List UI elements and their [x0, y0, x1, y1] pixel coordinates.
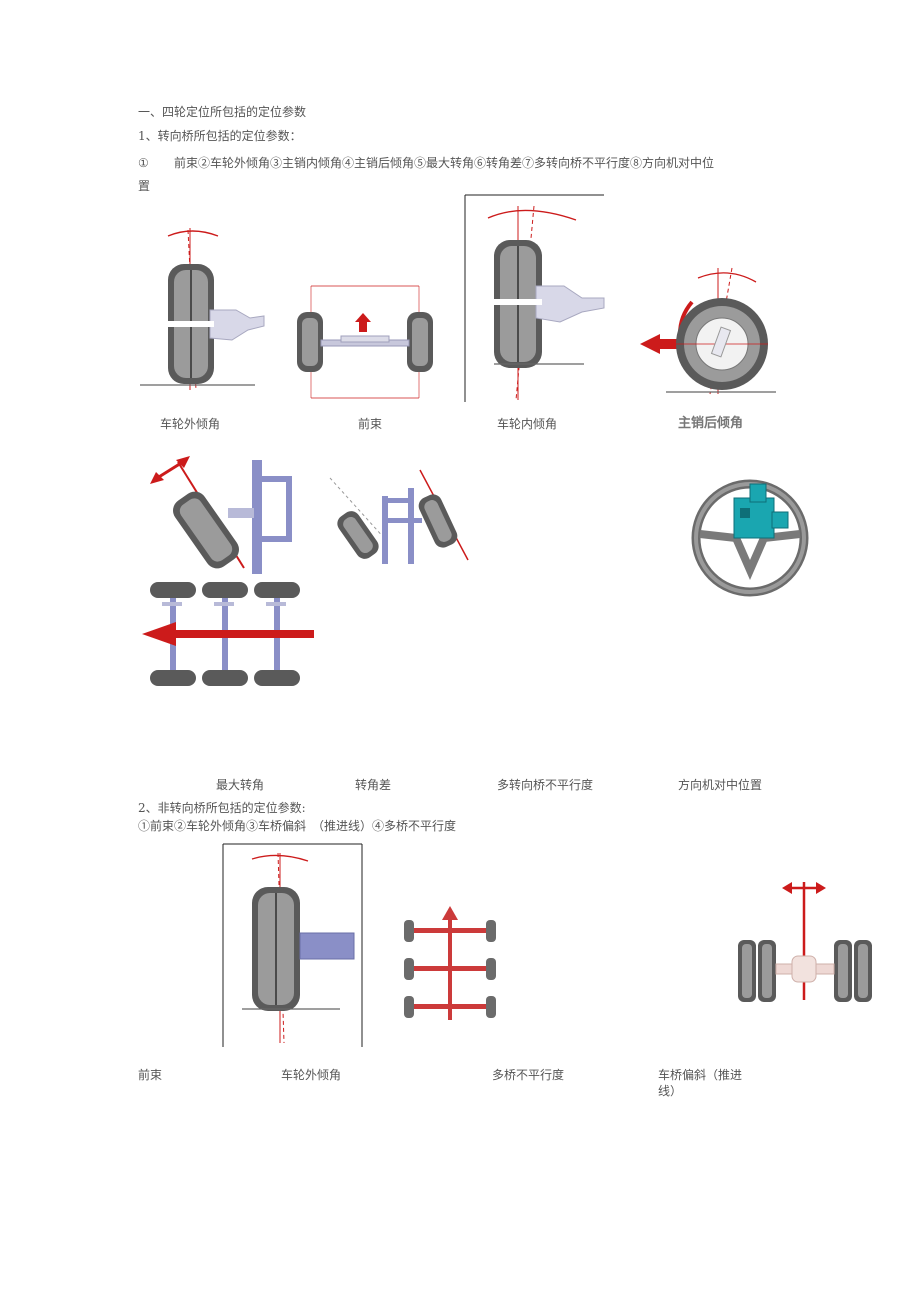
- caption-thrust-line: 车桥偏斜（推进: [658, 1068, 743, 1082]
- toe-diagram: [295, 280, 435, 404]
- section1-list-wrap: 置: [138, 179, 151, 193]
- caption-steering-centering: 方向机对中位置: [678, 778, 763, 792]
- thrust-line-diagram: [736, 878, 876, 1004]
- caption-multi-axle-nonparallel: 多桥不平行度: [492, 1068, 565, 1082]
- caption-rear-toe: 前束: [138, 1068, 163, 1082]
- max-steering-angle-diagram: [148, 454, 298, 574]
- caption-kingpin-inclination: 车轮内倾角: [497, 417, 558, 431]
- page-heading: 一、四轮定位所包括的定位参数: [138, 105, 307, 119]
- caption-toe: 前束: [358, 417, 383, 431]
- section1-title: 1、转向桥所包括的定位参数：: [138, 129, 302, 143]
- caption-caster: 主销后倾角: [678, 416, 744, 431]
- camber-diagram: [140, 222, 270, 392]
- rear-camber-diagram: [222, 843, 364, 1049]
- section1-list: 前束②车轮外倾角③主销内倾角④主销后倾角⑤最大转角⑥转角差⑦多转向桥不平行度⑧方…: [174, 156, 715, 170]
- section1-list-marker: ①: [138, 156, 149, 170]
- caption-thrust-line-wrap: 线）: [658, 1084, 683, 1098]
- caption-rear-camber: 车轮外倾角: [281, 1068, 342, 1082]
- caption-camber: 车轮外倾角: [160, 417, 221, 431]
- multi-axle-parallelism-diagram: [142, 580, 318, 690]
- caption-max-steering-angle: 最大转角: [216, 778, 265, 792]
- steering-angle-difference-diagram: [326, 468, 476, 568]
- caption-steering-angle-difference: 转角差: [355, 778, 392, 792]
- multi-axle-nonparallel-diagram: [402, 906, 498, 1026]
- caster-diagram: [636, 262, 786, 398]
- kingpin-inclination-diagram: [464, 194, 606, 404]
- section2-list: ①前束②车轮外倾角③车桥偏斜 （推进线）④多桥不平行度: [138, 819, 457, 833]
- caption-multi-axle-parallelism: 多转向桥不平行度: [497, 778, 594, 792]
- steering-centering-diagram: [690, 478, 810, 598]
- section2-title: 2、非转向桥所包括的定位参数:: [138, 801, 306, 815]
